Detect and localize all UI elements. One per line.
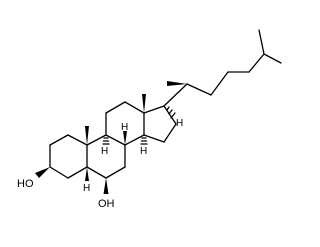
structure-canvas: HO OH H H H H H (17, 29, 282, 210)
h8-wedge (123, 131, 127, 145)
hydroxyl-label-c6: OH (98, 198, 115, 210)
c6-oh-wedge (103, 178, 109, 194)
c21-methyl-wedge (167, 81, 187, 86)
ring-c (105, 101, 145, 146)
h8-label: H (121, 122, 128, 133)
h9-label: H (101, 146, 108, 157)
h17-label: H (176, 118, 183, 129)
h14-label: H (140, 146, 147, 157)
side-chain (163, 29, 282, 107)
steroid-structure-diagram: HO OH H H H H H (17, 29, 282, 210)
hydroxyl-label-c3: HO (17, 178, 34, 190)
ring-a (49, 134, 88, 179)
c18-methyl-wedge (142, 94, 146, 113)
h9-hash-bond (102, 137, 110, 145)
c3-oh-wedge (35, 167, 50, 178)
h14-hash-bond (140, 137, 148, 145)
c19-methyl-wedge (85, 126, 89, 145)
ring-d (143, 105, 177, 143)
ring-b (86, 134, 126, 179)
h5-wedge (85, 167, 89, 181)
h17-hash-bond (166, 106, 176, 119)
h5-label: H (83, 183, 90, 194)
